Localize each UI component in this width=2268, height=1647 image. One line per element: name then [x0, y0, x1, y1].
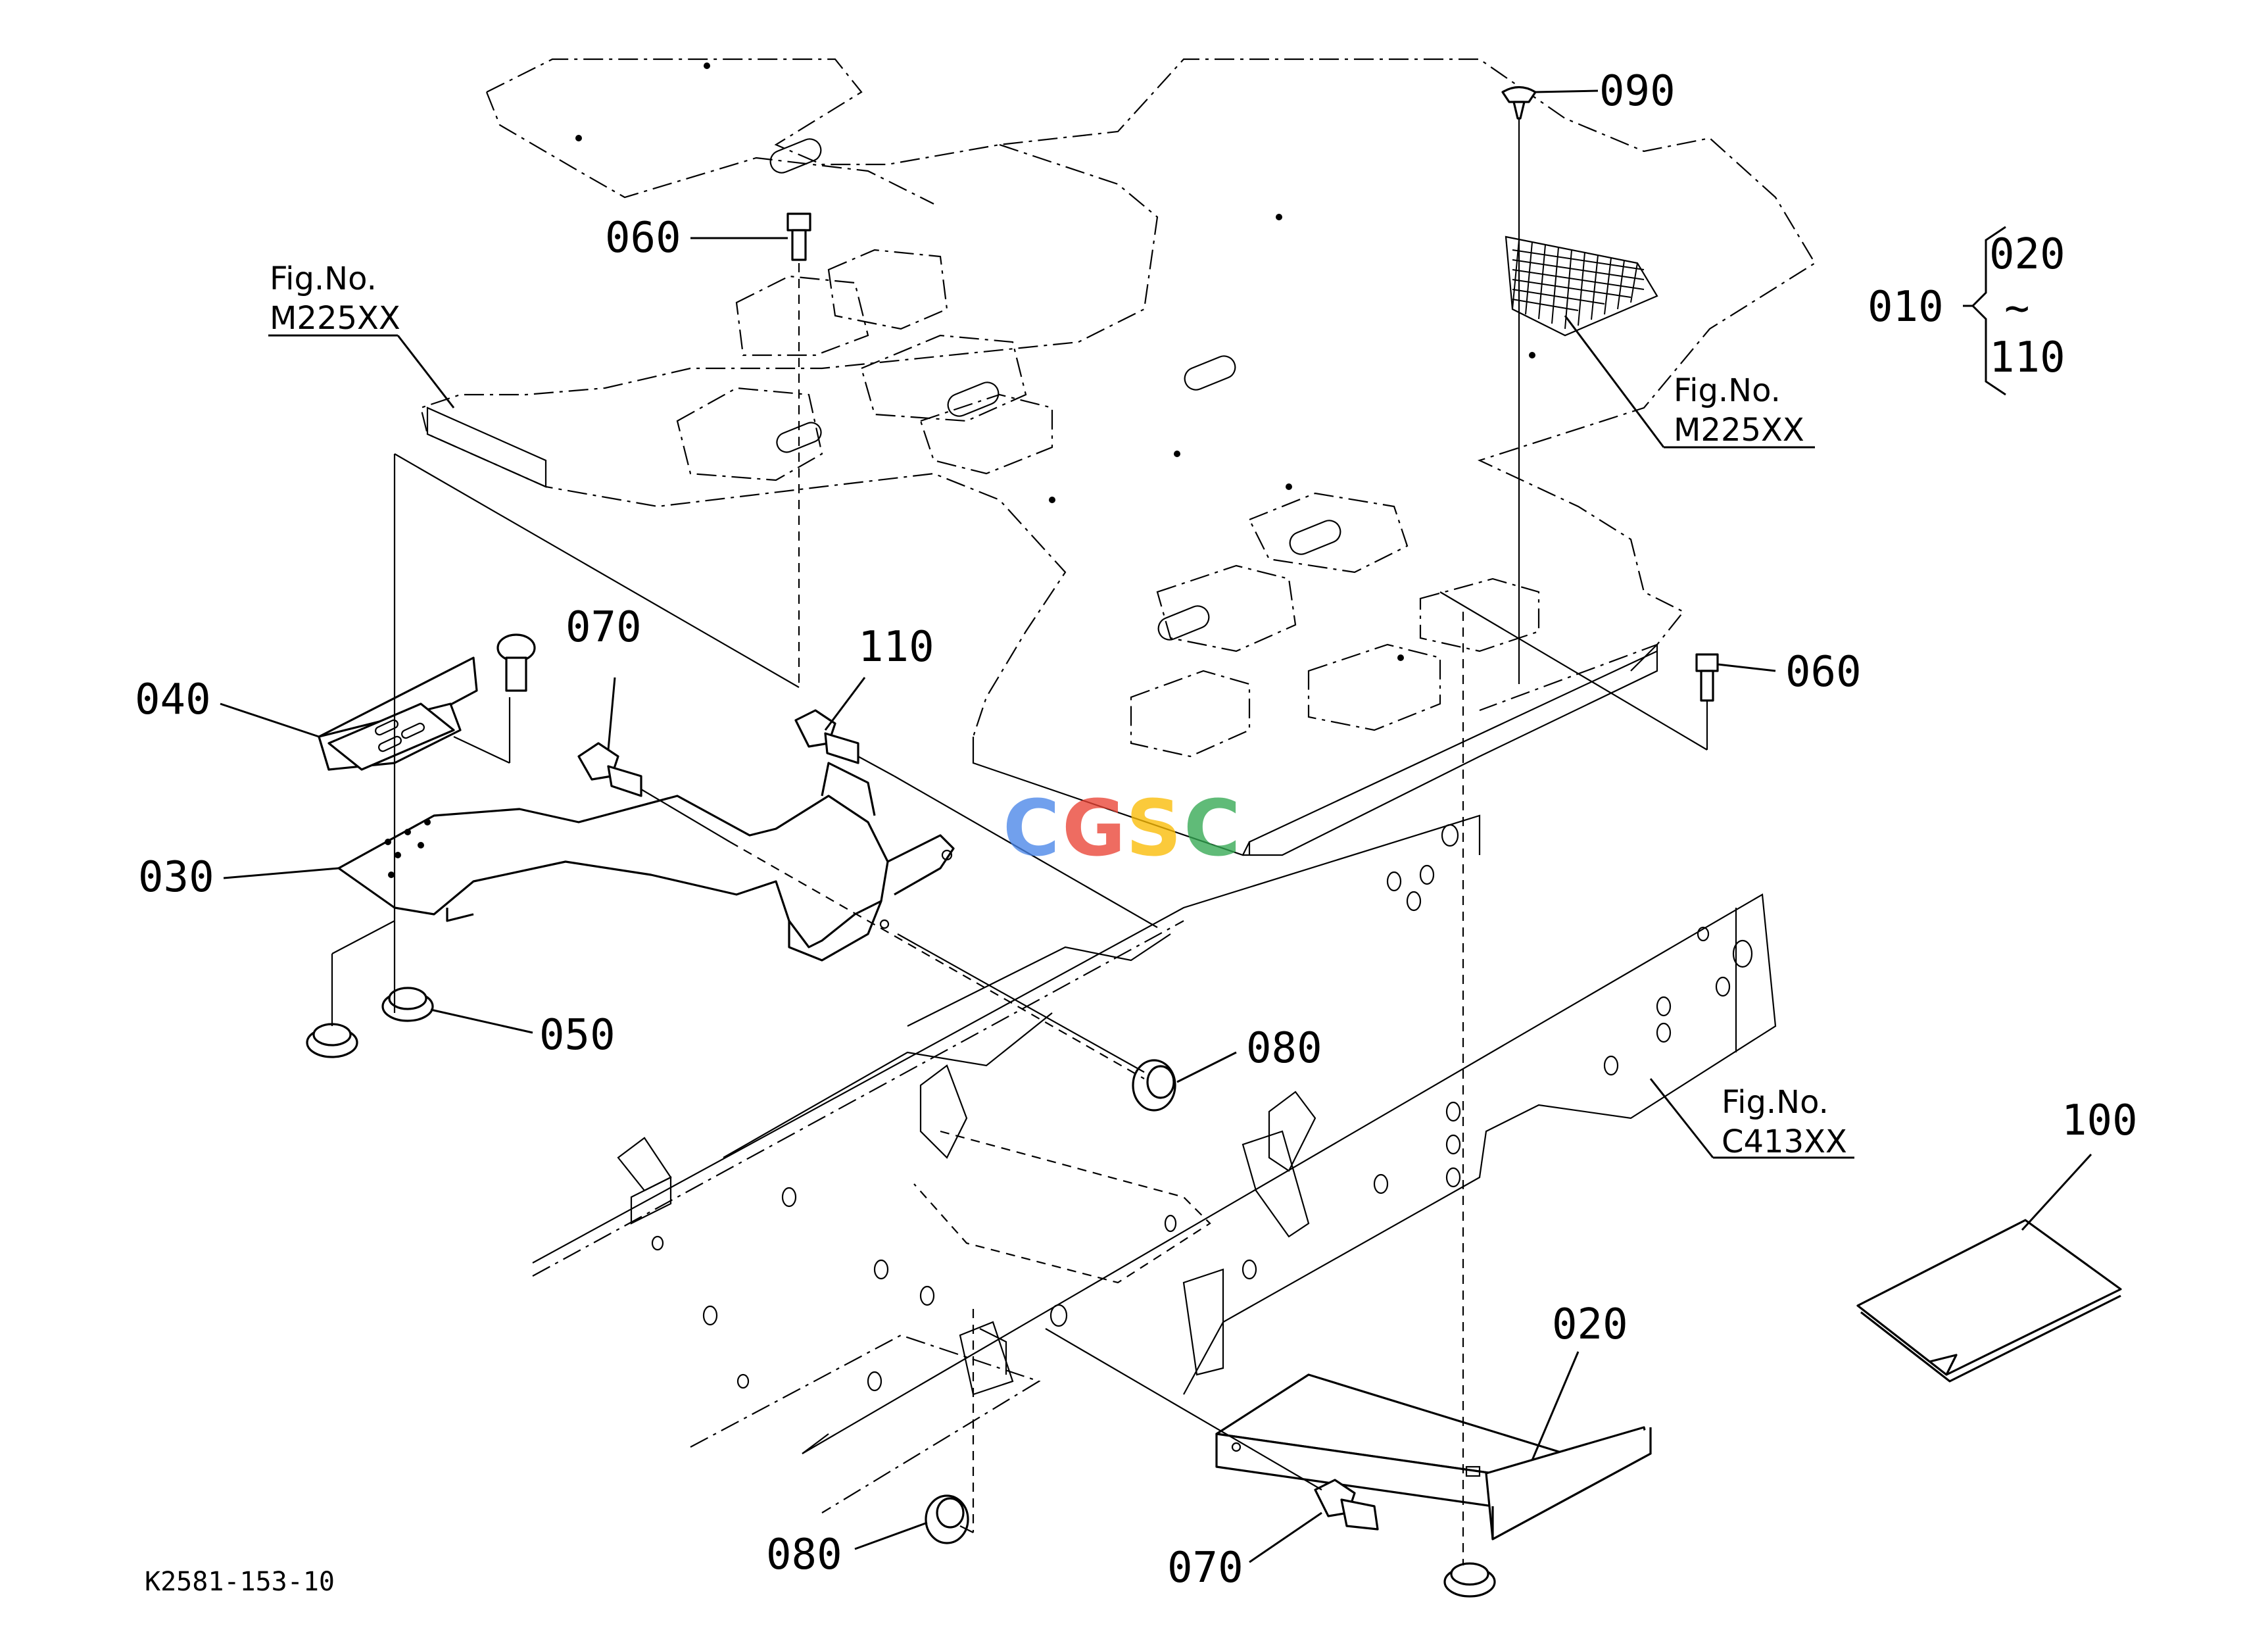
callout-110[interactable]: 110: [858, 623, 934, 672]
part-020-plate: [1215, 1373, 1652, 1540]
part-070-bolt-bottom: [1314, 1479, 1379, 1531]
callout-100[interactable]: 100: [2062, 1096, 2138, 1145]
fig-ref-code: M225XX: [1674, 412, 1804, 449]
callout-080-bottom[interactable]: 080: [766, 1531, 842, 1579]
frame-rails: [532, 814, 1777, 1513]
diagram-code: K2581-153-10: [145, 1567, 335, 1597]
fig-ref-code: M225XX: [270, 300, 400, 337]
part-100-manual: [1856, 1219, 2122, 1383]
part-060-bolt-top: [786, 212, 811, 261]
callouts: 060 090 040 070 110 060 030 050 080 020 …: [135, 67, 2138, 1592]
part-080-nut-2: [925, 1494, 969, 1544]
watermark-letter-s: S: [1126, 783, 1182, 873]
callout-030[interactable]: 030: [138, 853, 214, 902]
floor-step-assembly: [420, 58, 1816, 856]
part-050-nut: [381, 987, 434, 1022]
assembly-lines: [331, 118, 1708, 1565]
callout-060-top[interactable]: 060: [605, 214, 681, 262]
bracket-from-number: 020: [1989, 230, 2065, 279]
part-040-plate: [318, 656, 478, 771]
fig-ref-label: Fig.No.: [1674, 372, 1781, 409]
figure-ref-m225xx-right[interactable]: Fig.No. M225XX: [1674, 372, 1804, 449]
part-070-bolt-left: [577, 742, 642, 797]
leader-lines: [220, 89, 2092, 1563]
callout-070-left[interactable]: 070: [566, 603, 642, 652]
cgsc-watermark: C G S C: [1003, 783, 1241, 873]
bracket-parent-number: 010: [1868, 283, 1944, 332]
bracket-tilde: ~: [2004, 284, 2030, 333]
fig-ref-label: Fig.No.: [1722, 1084, 1829, 1121]
part-060-bolt-right: [1695, 653, 1719, 702]
bracket-to-number: 110: [1989, 333, 2065, 382]
part-020-nut: [1443, 1562, 1496, 1598]
callout-080-right[interactable]: 080: [1246, 1024, 1322, 1073]
callout-070-bottom[interactable]: 070: [1167, 1544, 1243, 1592]
range-bracket: 010 020 ~ 110: [1868, 226, 2065, 396]
part-080-nut: [1132, 1059, 1176, 1112]
figure-ref-m225xx-left[interactable]: Fig.No. M225XX: [270, 260, 400, 337]
watermark-letter-c1: C: [1003, 783, 1060, 873]
figure-ref-c413xx[interactable]: Fig.No. C413XX: [1722, 1084, 1847, 1160]
callout-090[interactable]: 090: [1599, 67, 1676, 116]
watermark-letter-c2: C: [1184, 783, 1241, 873]
callout-020[interactable]: 020: [1552, 1300, 1628, 1349]
fig-ref-label: Fig.No.: [270, 260, 377, 297]
watermark-letter-g: G: [1062, 783, 1126, 873]
part-pin: [496, 633, 536, 692]
callout-050[interactable]: 050: [539, 1011, 615, 1060]
fig-ref-code: C413XX: [1722, 1123, 1847, 1160]
part-050-nut-2: [306, 1023, 358, 1058]
part-090-clip: [1501, 86, 1537, 120]
callout-040[interactable]: 040: [135, 676, 211, 724]
part-110-bolt: [794, 709, 859, 764]
callout-060-right[interactable]: 060: [1785, 648, 1862, 697]
